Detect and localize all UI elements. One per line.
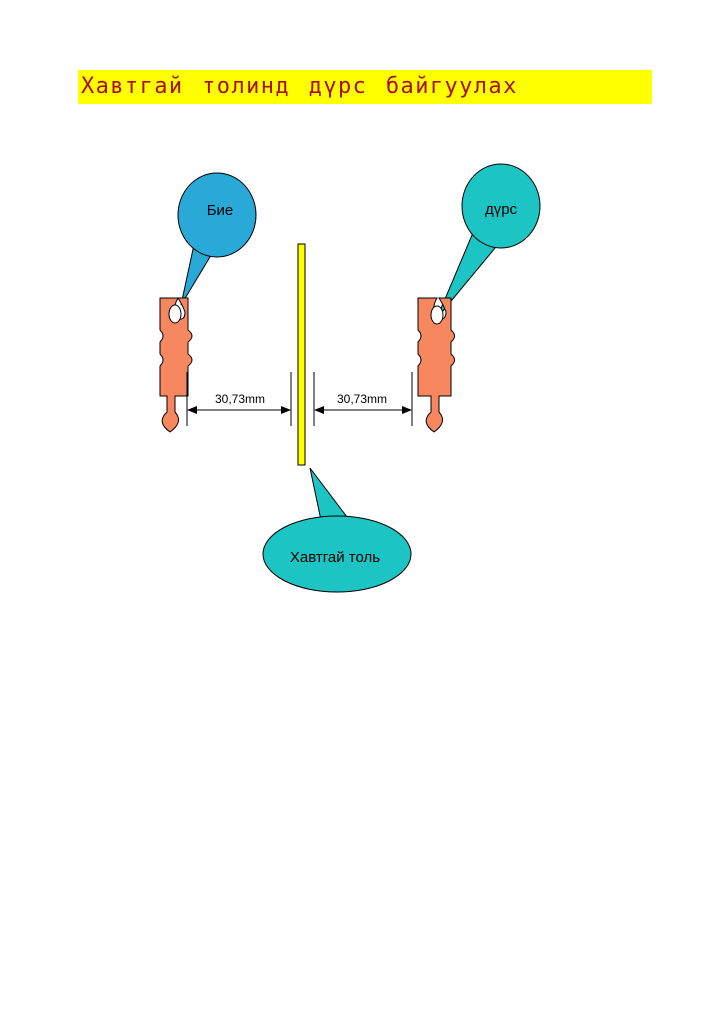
mirror-label: Хавтгай толь: [290, 549, 380, 566]
puzzle-piece-icon: [417, 297, 455, 433]
object-label: Бие: [207, 202, 234, 219]
distance-right: 30,73mm: [313, 372, 413, 426]
plane-mirror: [297, 243, 306, 466]
distance-left-label: 30,73mm: [215, 392, 265, 406]
mirror-callout: Хавтгай толь: [262, 467, 412, 593]
distance-left: 30,73mm: [186, 372, 292, 426]
image-label: дүрс: [485, 201, 518, 218]
object-callout: Бие: [177, 172, 257, 306]
image-callout: дүрс: [436, 163, 541, 319]
page-title: Хавтгай толинд дүрс байгуулах: [81, 74, 518, 99]
puzzle-piece-icon: [159, 297, 193, 433]
object-figure: [159, 297, 193, 433]
image-figure: [417, 297, 455, 433]
distance-right-label: 30,73mm: [337, 392, 387, 406]
title-bar: Хавтгай толинд дүрс байгуулах: [78, 70, 652, 104]
